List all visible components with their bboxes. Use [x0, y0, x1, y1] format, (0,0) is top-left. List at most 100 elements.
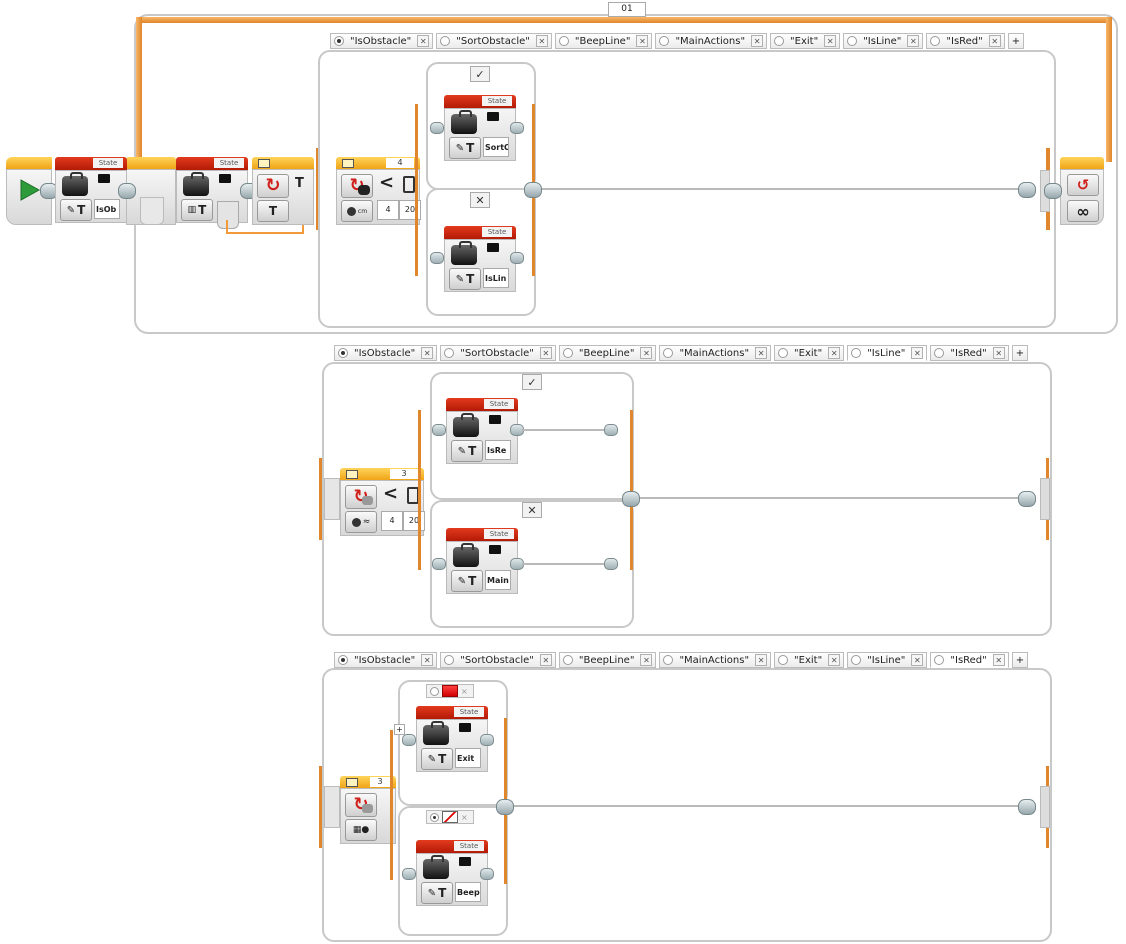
plug[interactable]	[118, 183, 136, 199]
plug[interactable]	[1018, 182, 1036, 198]
radio[interactable]	[338, 348, 348, 358]
check-icon[interactable]: ✓	[522, 374, 542, 390]
radio[interactable]	[778, 655, 789, 665]
plug[interactable]	[622, 491, 640, 507]
close-icon[interactable]: ✕	[824, 35, 837, 47]
plug[interactable]	[1018, 799, 1036, 815]
check-icon[interactable]: ✓	[470, 66, 490, 82]
tab-exit[interactable]: "Exit"✕	[774, 652, 845, 668]
radio[interactable]	[663, 655, 674, 665]
write-text-mode-button[interactable]: ✎T	[421, 882, 453, 904]
add-case-button[interactable]: +	[1007, 33, 1025, 49]
tab-mainactions[interactable]: "MainActions"✕	[659, 345, 772, 361]
state-value-input[interactable]: IsLin	[483, 268, 509, 288]
mode-button[interactable]: ≈	[345, 511, 377, 533]
tab-mainactions[interactable]: "MainActions"✕	[659, 652, 772, 668]
close-icon[interactable]: ✕	[992, 347, 1005, 359]
tab-sortobstacle[interactable]: "SortObstacle"✕	[440, 652, 556, 668]
close-icon[interactable]: ✕	[421, 654, 434, 666]
ultrasonic-switch-body[interactable]: ↻ < cm 4 20	[336, 169, 421, 225]
plug[interactable]	[432, 424, 446, 436]
tab-exit[interactable]: "Exit"✕	[770, 33, 841, 49]
state-value-input[interactable]: SortO	[483, 137, 509, 157]
radio[interactable]	[659, 36, 670, 46]
text-mode-button[interactable]: T	[257, 200, 289, 222]
radio[interactable]	[334, 36, 344, 46]
tab-beepline[interactable]: "BeepLine"✕	[558, 652, 657, 668]
radio[interactable]	[444, 348, 455, 358]
tab-isline[interactable]: "IsLine"✕	[843, 33, 924, 49]
plug[interactable]	[430, 122, 444, 134]
tab-beepline[interactable]: "BeepLine"✕	[558, 345, 657, 361]
cross-icon[interactable]: ✕	[522, 502, 542, 518]
radio[interactable]	[338, 655, 348, 665]
port-label[interactable]: 3	[370, 777, 390, 787]
close-icon[interactable]: ✕	[911, 347, 924, 359]
radio[interactable]	[430, 686, 439, 696]
tab-isred[interactable]: "IsRed"✕	[926, 33, 1005, 49]
tab-isred[interactable]: "IsRed"✕	[930, 345, 1009, 361]
radio[interactable]	[778, 348, 789, 358]
no-color-swatch[interactable]	[442, 811, 458, 823]
threshold-value[interactable]: 20	[403, 511, 425, 531]
loop-end-block[interactable]: ↺ ∞	[1060, 169, 1104, 225]
tab-isred[interactable]: "IsRed"✕	[930, 652, 1009, 668]
tab-isobstacle[interactable]: "IsObstacle"✕	[334, 652, 438, 668]
port-label[interactable]: 3	[390, 469, 418, 479]
radio[interactable]	[663, 348, 674, 358]
add-case-button[interactable]: +	[394, 724, 405, 735]
plug[interactable]	[480, 868, 494, 880]
play-icon[interactable]	[17, 178, 41, 202]
close-icon[interactable]: ✕	[640, 347, 653, 359]
close-icon[interactable]: ✕	[535, 35, 548, 47]
case-close-label[interactable]: ×	[461, 812, 468, 822]
radio[interactable]	[440, 36, 451, 46]
radio[interactable]	[930, 36, 941, 46]
state-block-read[interactable]: State ▥T	[176, 157, 248, 229]
radio[interactable]	[430, 812, 439, 822]
loop-label-box[interactable]: 01	[608, 2, 646, 17]
red-color-swatch[interactable]	[442, 685, 458, 697]
loop-mode-button[interactable]: ∞	[1067, 200, 1099, 222]
write-text-mode-button[interactable]: ✎T	[449, 268, 481, 290]
state-value-input[interactable]: IsOb	[94, 199, 120, 219]
case-red-selector[interactable]: ×	[426, 684, 474, 698]
compare-type-value[interactable]: 4	[377, 200, 399, 220]
plug[interactable]	[510, 122, 524, 134]
close-icon[interactable]: ✕	[988, 35, 1001, 47]
close-icon[interactable]: ✕	[539, 347, 552, 359]
plug[interactable]	[524, 182, 542, 198]
tab-isline[interactable]: "IsLine"✕	[847, 345, 928, 361]
write-text-mode-button[interactable]: ✎T	[421, 748, 453, 770]
radio[interactable]	[934, 655, 945, 665]
close-icon[interactable]: ✕	[755, 347, 768, 359]
close-icon[interactable]: ✕	[636, 35, 649, 47]
close-icon[interactable]: ✕	[828, 347, 841, 359]
write-text-mode-button[interactable]: ✎T	[449, 137, 481, 159]
plug[interactable]	[430, 252, 444, 264]
plug[interactable]	[604, 424, 618, 436]
close-icon[interactable]: ✕	[755, 654, 768, 666]
radio[interactable]	[851, 348, 862, 358]
write-text-mode-button[interactable]: ✎T	[451, 440, 483, 462]
compare-symbol[interactable]: <	[379, 172, 395, 193]
close-icon[interactable]: ✕	[828, 654, 841, 666]
close-icon[interactable]: ✕	[417, 35, 430, 47]
plug[interactable]	[496, 799, 514, 815]
tab-isobstacle[interactable]: "IsObstacle"✕	[334, 345, 438, 361]
read-text-mode-button[interactable]: ▥T	[181, 199, 213, 221]
state-value-input[interactable]: Main	[485, 570, 511, 590]
state-block-sortobstacle[interactable]: State ✎T SortO	[444, 95, 516, 161]
state-block-isobstacle[interactable]: State ✎T IsOb	[55, 157, 127, 223]
close-icon[interactable]: ✕	[640, 654, 653, 666]
radio[interactable]	[774, 36, 785, 46]
tab-mainactions[interactable]: "MainActions"✕	[655, 33, 768, 49]
tab-exit[interactable]: "Exit"✕	[774, 345, 845, 361]
close-icon[interactable]: ✕	[539, 654, 552, 666]
color-mode-switch-body[interactable]: ↻ ▦●	[340, 788, 396, 844]
case-nocolor-selector[interactable]: ×	[426, 810, 474, 824]
state-block-mainactions[interactable]: State ✎T Main	[446, 528, 518, 594]
tab-sortobstacle[interactable]: "SortObstacle"✕	[440, 345, 556, 361]
tab-isline[interactable]: "IsLine"✕	[847, 652, 928, 668]
state-value-input[interactable]: IsRe	[485, 440, 511, 460]
